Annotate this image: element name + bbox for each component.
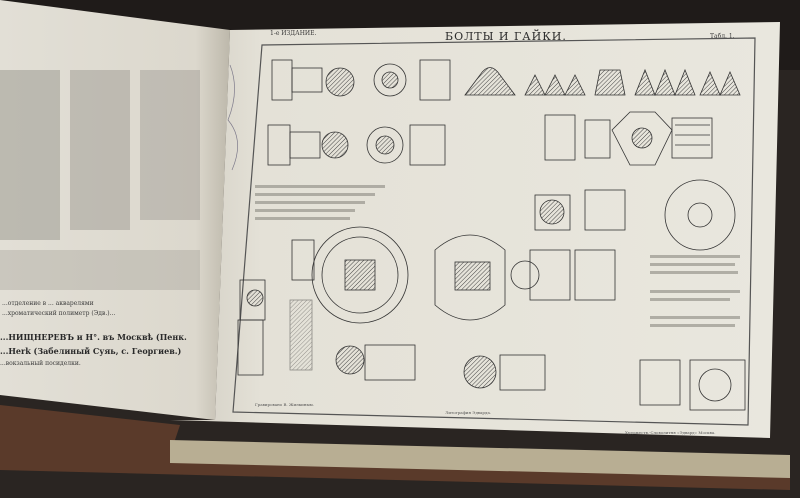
bolt-drawings-right [529, 179, 736, 301]
bolt-drawings-upper [267, 59, 451, 166]
right-notes-text [650, 255, 740, 327]
left-page-line-5: ...вокзальный посиделки. [0, 360, 81, 367]
plate-number: Табл. 1. [710, 33, 735, 40]
notes-text-block [255, 185, 385, 220]
left-page-line-4: ...Herk (Забелиный Суяь, с. Георгиев.) [0, 346, 182, 356]
thread-profiles [464, 67, 741, 97]
left-page-line-1: ...отделение в ... акварелями [2, 300, 94, 307]
plate-footer-center: Литография Эдварда. [445, 410, 492, 415]
left-page-line-2: ...хроматический полиметр (Эдв.)... [2, 310, 116, 317]
wheel-assembly [311, 226, 540, 324]
plate-page [170, 22, 780, 438]
plate-footer-left: Гравировано В. Жилкиным. [255, 402, 315, 407]
plate-footer-right: Художеств.-Словолитня «Эдвард» Москва. [625, 430, 716, 435]
left-page-line-3: ...НИЩНЕРЕВЪ и Н°. въ Москвѣ (Пенк. [0, 332, 187, 342]
pencil-marks [227, 64, 238, 171]
left-page-text-columns [0, 70, 200, 290]
nut-drawings [544, 111, 713, 166]
plate-edition: 1-е ИЗДАНИЕ. [270, 30, 317, 37]
bolt-drawings-lower [237, 239, 746, 411]
plate-frame [232, 37, 756, 426]
plate-title: БОЛТЫ И ГАЙКИ. [445, 30, 567, 43]
